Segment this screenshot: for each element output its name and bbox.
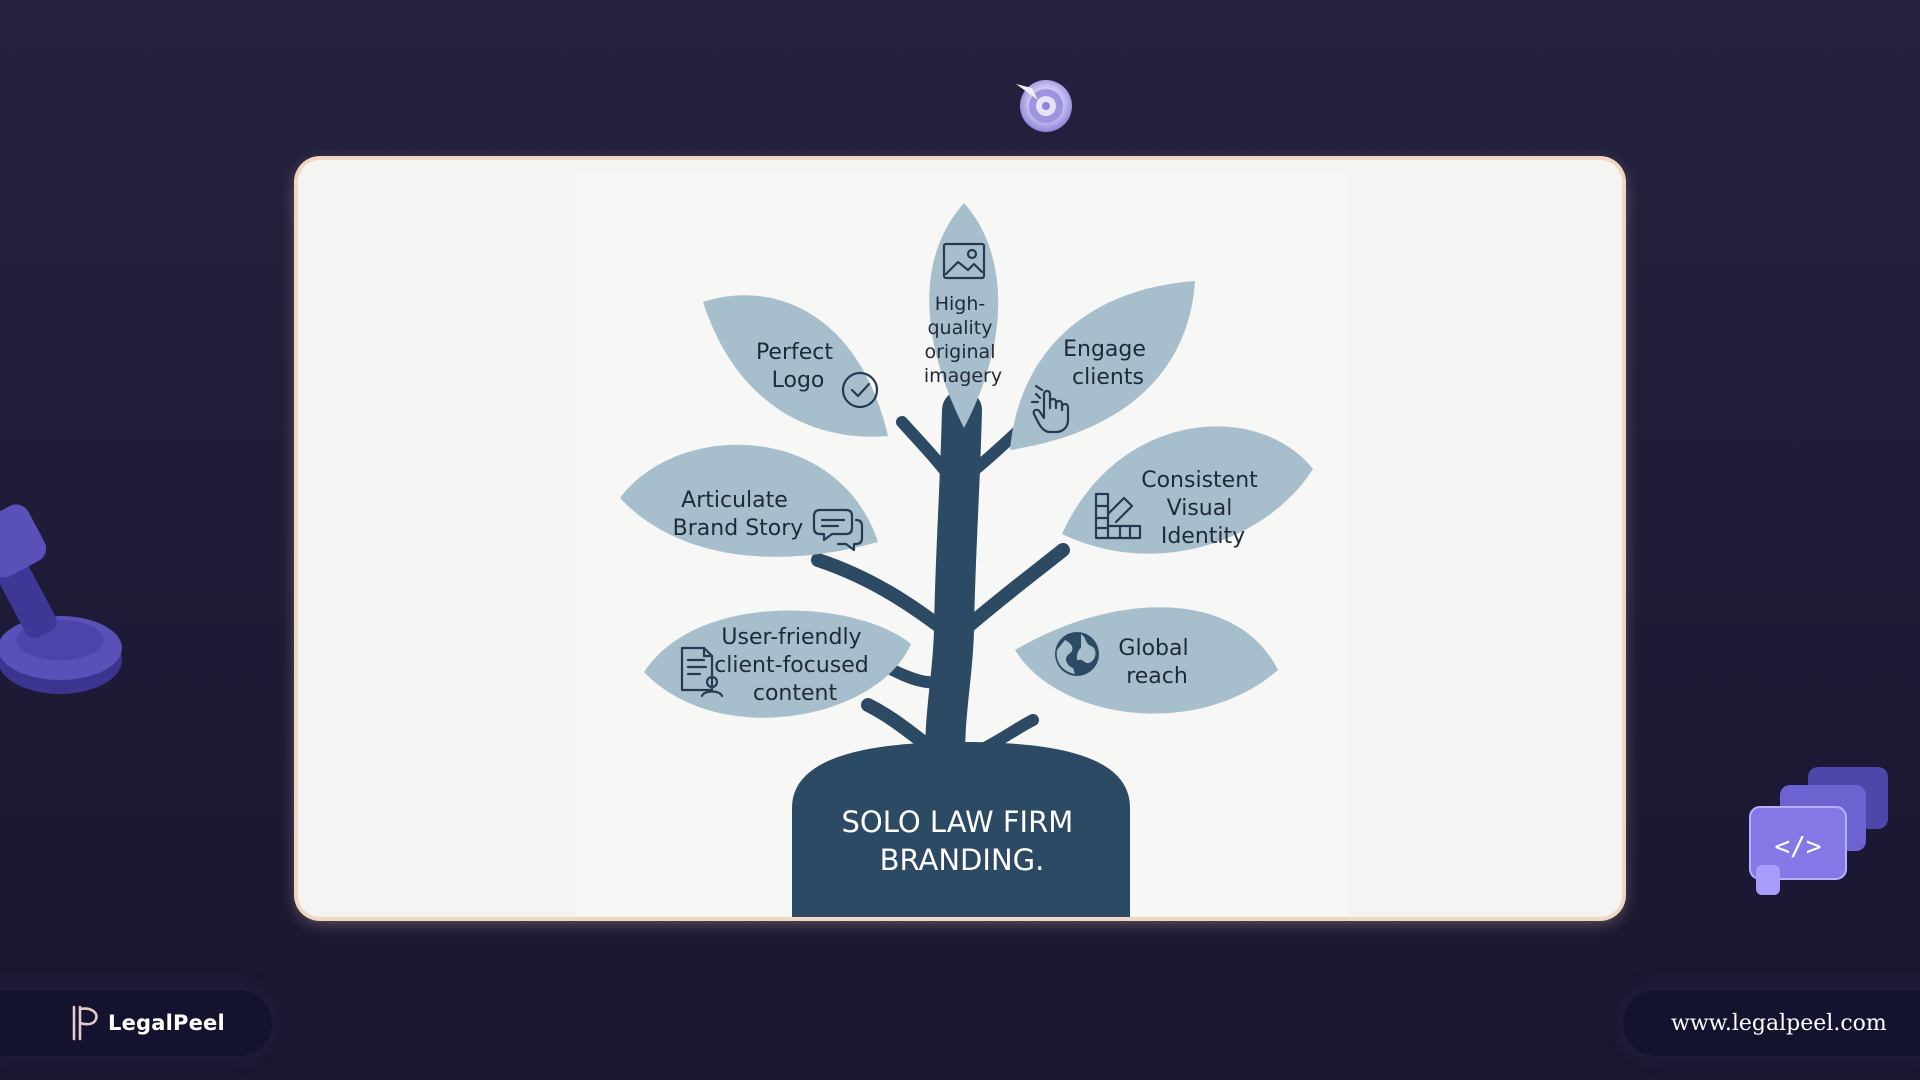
brand-name: LegalPeel	[108, 1011, 225, 1035]
chat-bubbles-icon	[812, 508, 864, 552]
tree-base	[792, 742, 1130, 917]
document-user-icon	[680, 646, 724, 698]
leaf-label-visual-identity: Consistent Visual Identity	[1141, 468, 1265, 549]
legalpeel-logo-icon	[72, 1005, 98, 1041]
leaf-label-brand-story: Articulate Brand Story	[673, 488, 804, 541]
infographic-card: Perfect Logo High- quality original imag…	[298, 160, 1622, 917]
globe-icon	[1055, 632, 1099, 676]
website-link[interactable]: www.legalpeel.com	[1623, 990, 1920, 1056]
hand-pointer-icon	[1030, 384, 1070, 434]
palette-swatch-icon	[1094, 492, 1142, 540]
tree-trunk	[811, 390, 1070, 798]
target-icon	[1016, 80, 1072, 132]
leaf-label-content: User-friendly client-focused content	[714, 625, 876, 706]
check-circle-icon	[841, 371, 879, 409]
leaf-label-engage: Engage clients	[1063, 337, 1153, 390]
brand-logo[interactable]: LegalPeel	[0, 990, 272, 1056]
website-url: www.legalpeel.com	[1671, 1010, 1887, 1036]
base-label: SOLO LAW FIRM BRANDING.	[842, 805, 1083, 877]
leaf-label-global: Global reach	[1118, 636, 1195, 689]
leaf-visual-identity	[1062, 426, 1313, 554]
leaf-label-imagery: High- quality original imagery	[924, 293, 1002, 387]
leaf-perfect-logo	[703, 295, 888, 437]
branding-tree-diagram: Perfect Logo High- quality original imag…	[620, 203, 1313, 917]
code-window-icon: </>	[1749, 767, 1888, 895]
svg-text:</>: </>	[1775, 832, 1822, 862]
leaf-imagery	[929, 203, 999, 428]
gavel-icon	[0, 504, 122, 694]
image-icon	[942, 242, 986, 280]
leaf-label-perfect-logo: Perfect Logo	[756, 340, 840, 393]
